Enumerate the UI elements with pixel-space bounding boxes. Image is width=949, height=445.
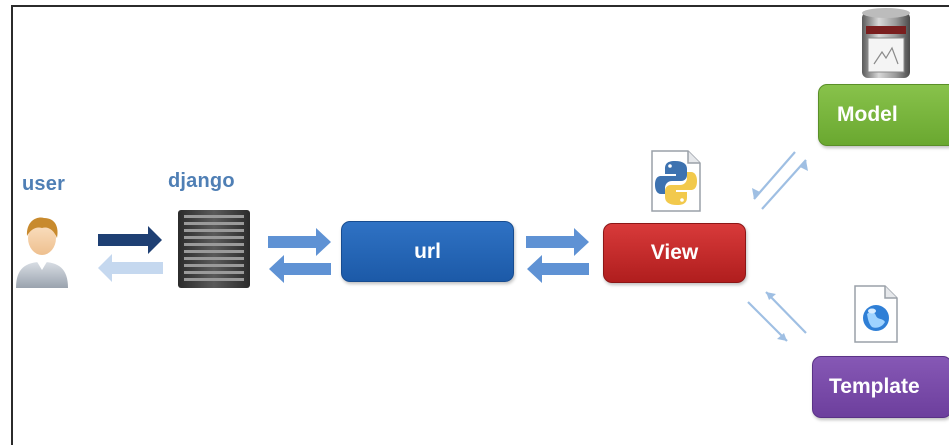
user-label: user [22,173,66,195]
server-rack-icon [178,210,250,288]
view-node: View [603,223,746,283]
url-view-arrows [526,228,589,283]
template-label: Template [829,375,920,398]
user-avatar-icon [16,217,68,288]
diagram-frame [11,5,949,445]
view-label: View [650,241,699,264]
view-model-template-arrows [747,151,808,342]
template-node: Template [812,356,949,418]
django-label: django [168,170,235,192]
django-url-arrows [268,228,331,283]
model-label: Model [837,103,898,126]
database-icon [862,8,910,78]
web-page-icon [854,285,898,343]
url-label: url [414,239,441,263]
url-node: url [341,221,514,282]
python-file-icon [651,150,701,212]
user-django-arrows [98,226,163,282]
model-node: Model [818,84,949,146]
